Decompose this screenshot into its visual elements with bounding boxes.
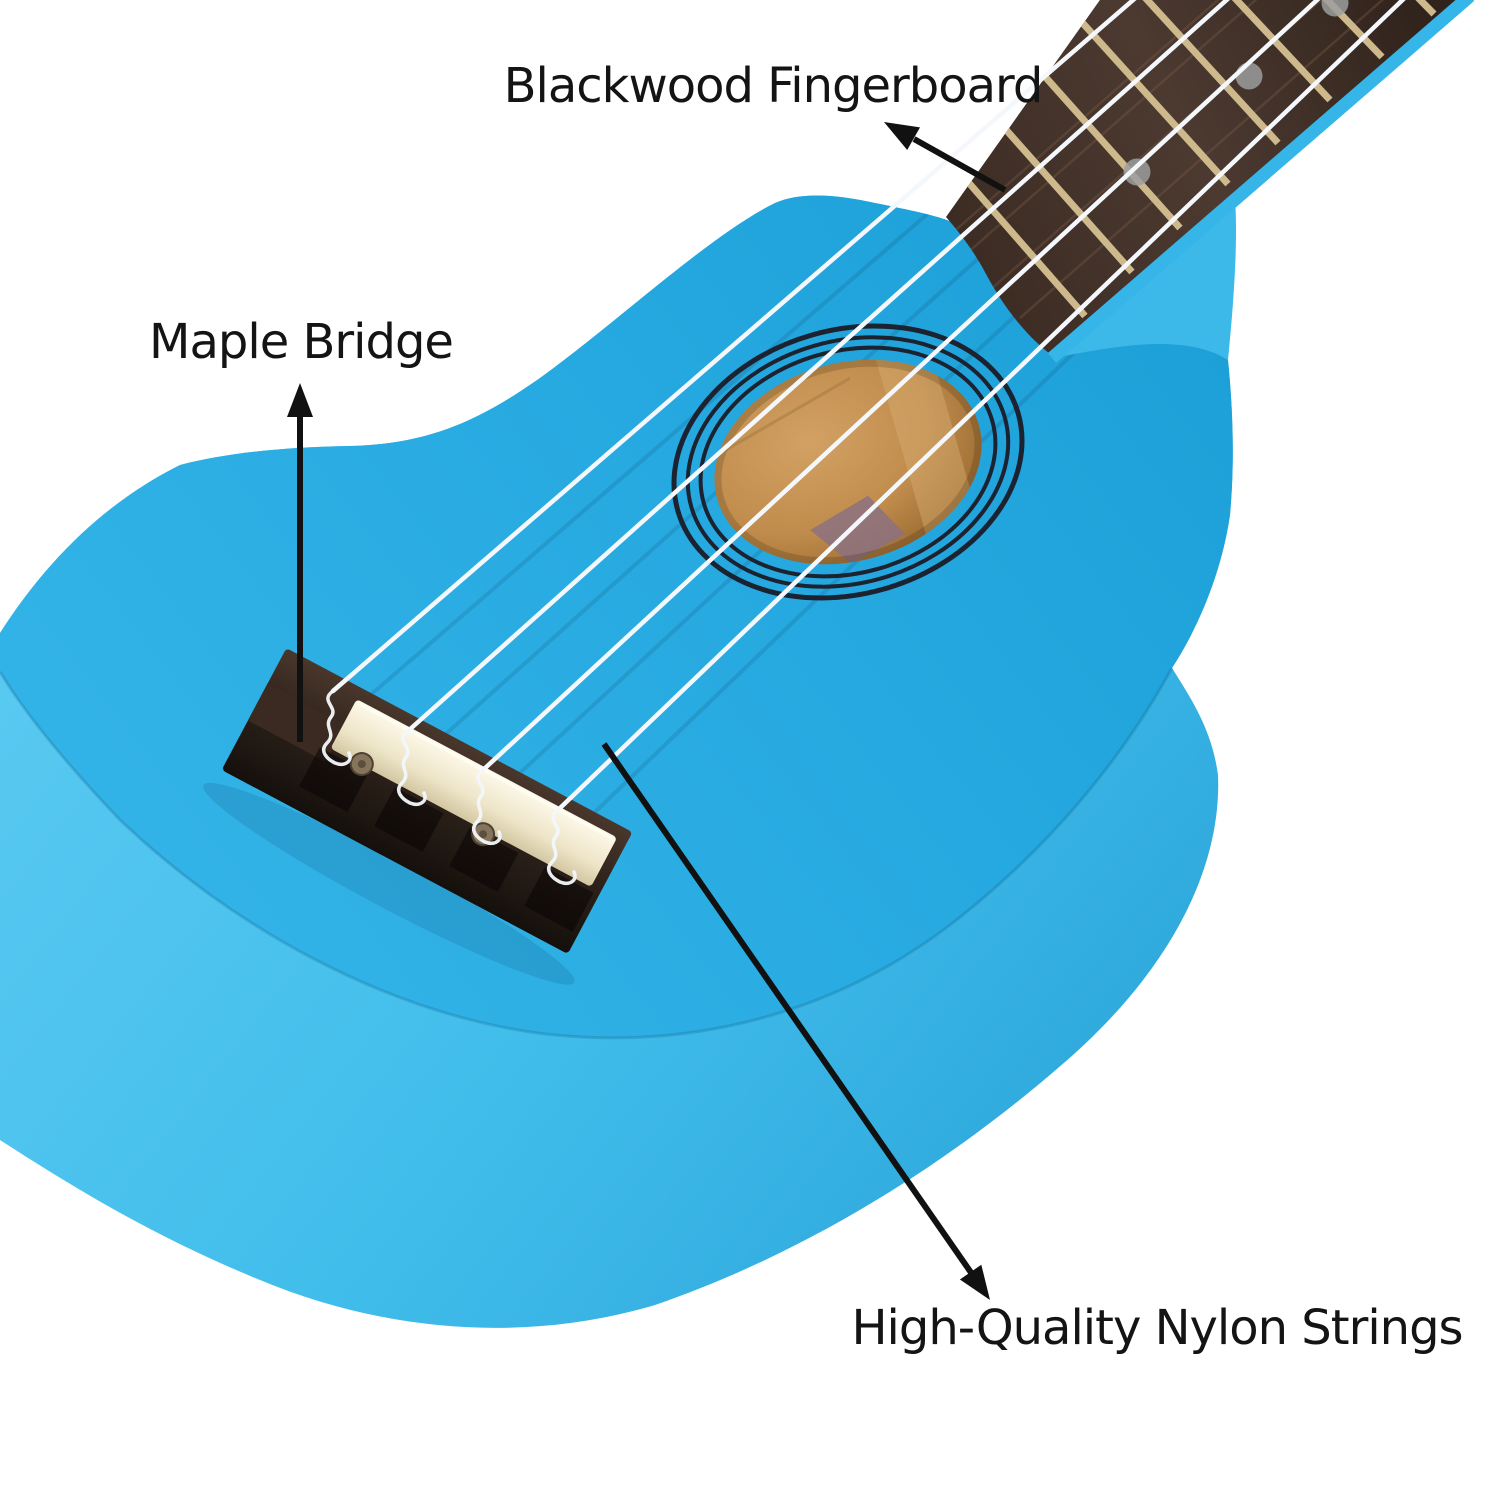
saddle-highlight [358,702,613,840]
neck-edge-strip [1047,0,1475,363]
arrow-fingerboard [884,122,1007,193]
bridge-notches [299,747,594,932]
annotation-arrows [287,122,1007,1300]
arrow-strings [601,742,990,1300]
bridge [223,649,632,953]
sound-hole [714,359,982,565]
arrow-bridge [287,383,313,742]
label-bridge: Maple Bridge [149,314,454,370]
fingerboard [946,0,1457,354]
bridge-shadow [203,782,575,985]
label-fingerboard: Blackwood Fingerboard [503,58,1044,114]
bridge-screws [349,752,496,847]
strings [330,0,1406,813]
frets [952,0,1437,319]
string-knots [322,689,577,885]
string-4 [555,0,1406,813]
string-1 [330,0,1137,694]
string-2 [405,0,1230,734]
body-edge-crease [0,667,1174,1040]
bridge-saddle [331,700,616,886]
string-3 [480,0,1321,773]
label-strings: High-Quality Nylon Strings [851,1300,1463,1356]
bridge-left-step [247,683,346,762]
